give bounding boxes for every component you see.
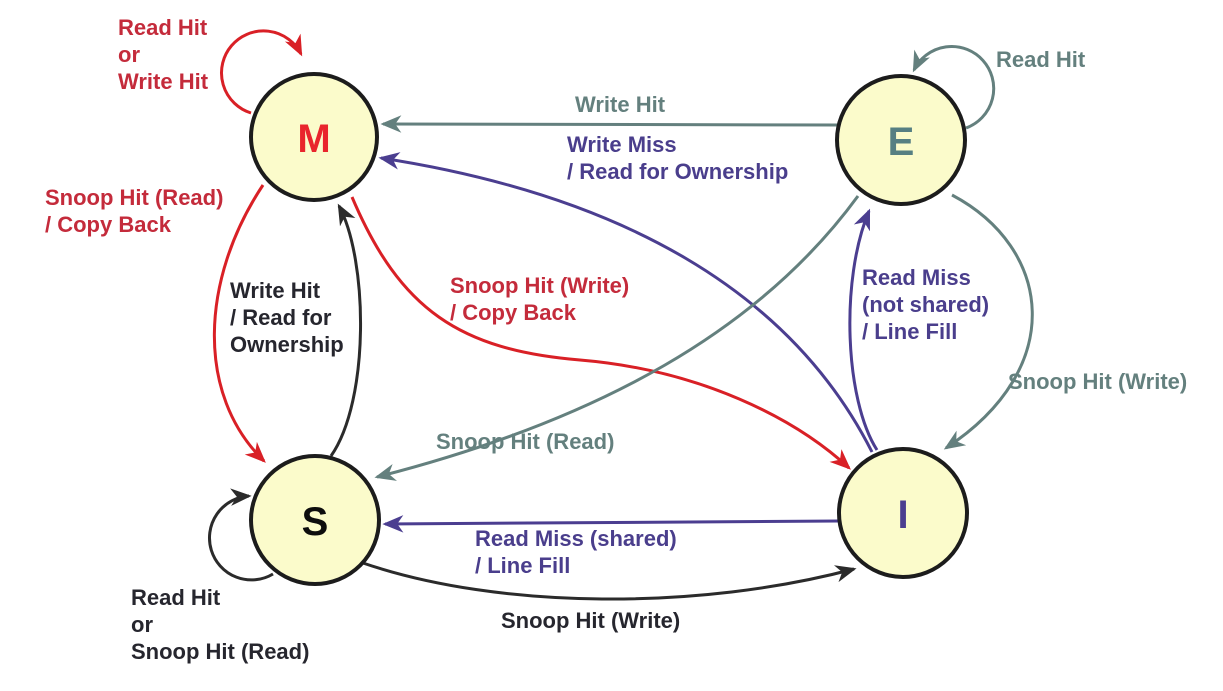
state-node-s — [249, 454, 381, 586]
transition-label-i-to-e: Read Miss (not shared) / Line Fill — [862, 265, 990, 344]
state-label-i: I — [897, 493, 908, 537]
transition-label-m-to-s: Snoop Hit (Read) / Copy Back — [45, 185, 224, 237]
transition-label-s-to-i: Snoop Hit (Write) — [501, 608, 681, 633]
state-node-m — [249, 72, 379, 202]
transition-label-e-to-s: Snoop Hit (Read) — [436, 429, 615, 454]
transition-label-e-to-m: Write Hit — [575, 92, 666, 117]
state-node-e — [835, 74, 967, 206]
transition-label-m-to-i: Snoop Hit (Write) / Copy Back — [450, 273, 630, 325]
transition-label-e-to-i: Snoop Hit (Write) — [1008, 369, 1188, 394]
state-label-s: S — [302, 500, 329, 544]
transition-arrow-e-self-loop — [912, 45, 996, 130]
transition-arrow-s-to-i — [362, 561, 857, 601]
transition-arrow-e-to-m — [380, 115, 840, 133]
transition-arrow-m-to-s — [212, 184, 266, 463]
transition-label-e-self-loop: Read Hit — [996, 47, 1086, 72]
transition-arrow-m-to-i — [350, 196, 851, 470]
transition-arrow-s-self-loop — [207, 488, 274, 582]
transition-arrow-e-to-s — [374, 195, 860, 481]
transition-label-s-self-loop: Read Hit or Snoop Hit (Read) — [131, 585, 310, 664]
transition-arrow-i-to-m — [378, 152, 874, 453]
transition-label-i-to-m: Write Miss / Read for Ownership — [567, 132, 789, 184]
transition-label-i-to-s: Read Miss (shared) / Line Fill — [475, 526, 677, 578]
transition-arrow-m-self-loop — [219, 29, 303, 115]
transition-arrow-i-to-s — [382, 515, 840, 533]
transition-arrow-i-to-e — [848, 208, 879, 451]
transition-label-m-self-loop: Read Hit or Write Hit — [118, 15, 209, 94]
transition-arrow-s-to-m — [329, 203, 363, 457]
state-node-i — [837, 447, 969, 579]
transition-label-s-to-m: Write Hit / Read for Ownership — [230, 278, 344, 357]
state-label-e: E — [888, 120, 915, 164]
transition-arrow-e-to-i — [943, 193, 1034, 450]
state-label-m: M — [297, 117, 330, 161]
